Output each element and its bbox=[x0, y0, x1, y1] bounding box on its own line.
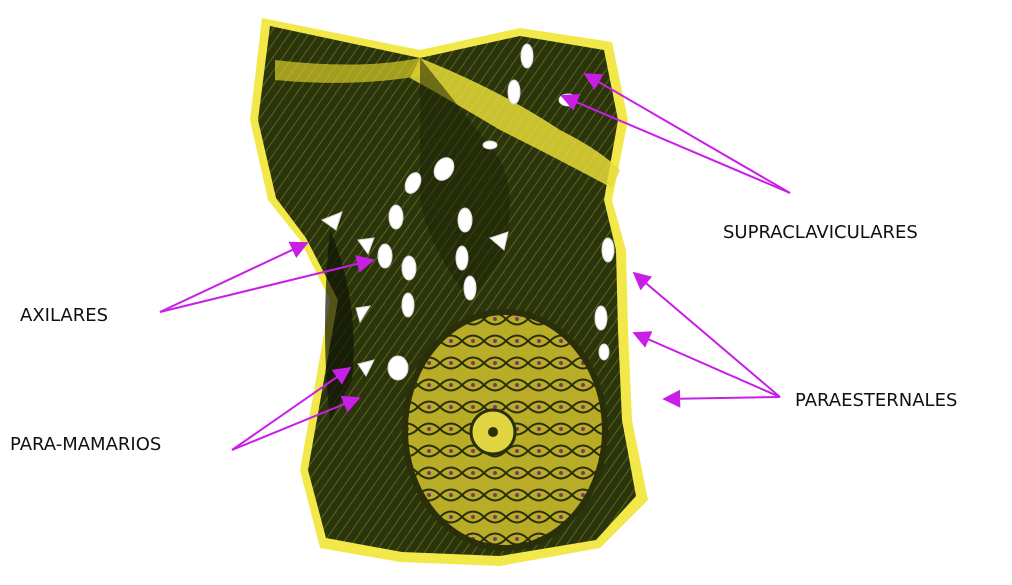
arrow-paraesternales-2 bbox=[634, 333, 780, 397]
label-axilares: AXILARES bbox=[20, 305, 108, 326]
arrow-paraesternales-1 bbox=[634, 273, 780, 397]
lymph-node bbox=[599, 344, 609, 360]
lymph-node bbox=[508, 80, 520, 104]
lymph-node bbox=[402, 256, 416, 280]
lymph-node bbox=[602, 238, 614, 262]
lymph-node bbox=[559, 94, 577, 106]
lymph-node bbox=[458, 208, 472, 232]
lymph-node bbox=[389, 205, 403, 229]
lymph-node bbox=[464, 276, 476, 300]
nipple bbox=[488, 427, 498, 437]
lymph-node bbox=[483, 141, 497, 149]
lymph-node bbox=[595, 306, 607, 330]
lymph-node bbox=[521, 44, 533, 68]
lymph-node bbox=[378, 244, 392, 268]
lymph-node bbox=[456, 246, 468, 270]
label-paramamarios: PARA-MAMARIOS bbox=[10, 434, 161, 455]
arrow-axilares-1 bbox=[160, 243, 307, 312]
label-paraesternales: PARAESTERNALES bbox=[795, 390, 957, 411]
anatomical-illustration bbox=[250, 18, 648, 566]
label-supraclaviculares: SUPRACLAVICULARES bbox=[723, 222, 918, 243]
lymph-node bbox=[388, 356, 408, 380]
lymph-node bbox=[402, 293, 414, 317]
arrow-paraesternales-3 bbox=[664, 397, 780, 399]
